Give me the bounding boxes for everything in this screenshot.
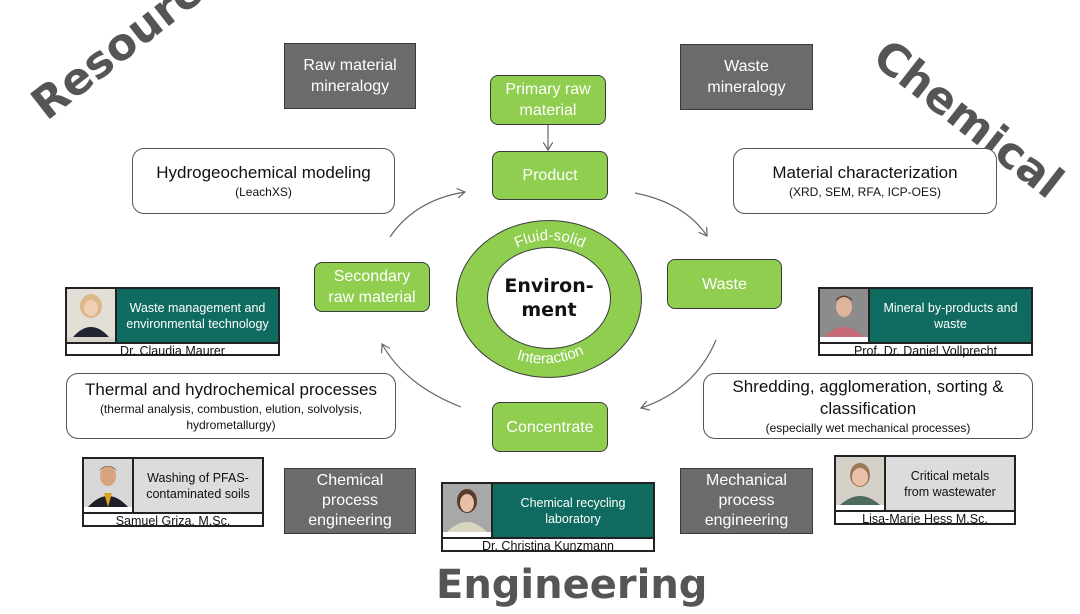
ring-text-bottom: Interaction — [515, 342, 586, 368]
arrow-waste-to-concentrate — [641, 339, 717, 408]
box-line: Secondary — [333, 268, 411, 285]
heading-engineering: Engineering — [436, 562, 708, 608]
person-name: Dr. Claudia Maurer — [120, 344, 225, 358]
avatar — [67, 289, 117, 342]
box-line: raw material — [328, 289, 416, 306]
box-line: engineering — [308, 512, 392, 529]
environment-center: Environ-ment — [487, 247, 611, 349]
card-topic-line: laboratory — [545, 511, 601, 526]
card-topic-line: from wastewater — [904, 484, 996, 499]
center-line: ment — [521, 299, 577, 321]
avatar — [443, 484, 493, 537]
ring-text-top: Fluid-solid — [512, 227, 588, 252]
card-topic-line: Mineral by-products and — [883, 300, 1018, 315]
person-name: Dr. Christina Kunzmann — [481, 539, 614, 553]
card-topic-line: Waste management and — [129, 300, 266, 315]
method-subtitle: (especially wet mechanical processes) — [765, 421, 971, 435]
card-topic-line: environmental technology — [126, 316, 269, 331]
method-subtitle: (XRD, SEM, RFA, ICP-OES) — [788, 185, 941, 199]
box-label: Waste — [702, 275, 747, 293]
method-title: Material characterization — [772, 163, 958, 182]
raw-material-mineralogy-box: Raw material mineralogy — [284, 43, 416, 109]
product-box: Product — [492, 151, 608, 200]
avatar — [836, 457, 886, 510]
box-line: Primary raw — [505, 81, 591, 98]
thermal-hydrochemical-box: Thermal and hydrochemical processes (the… — [66, 373, 396, 439]
waste-box: Waste — [667, 259, 782, 309]
avatar — [84, 459, 134, 512]
box-line: material — [519, 102, 577, 119]
card-topic-line: Washing of PFAS- — [147, 470, 249, 485]
method-title: Thermal and hydrochemical processes — [85, 380, 377, 399]
chemical-process-engineering-box: Chemical process engineering — [284, 468, 416, 534]
hydrogeochemical-modeling-box: Hydrogeochemical modeling (LeachXS) — [132, 148, 395, 214]
person-card-griza: Washing of PFAS-contaminated soils Samue… — [82, 457, 264, 528]
shredding-classification-box: Shredding, agglomeration, sorting & clas… — [703, 373, 1033, 439]
method-subtitle: (LeachXS) — [235, 185, 292, 199]
box-line: Waste — [724, 58, 769, 75]
arrow-concentrate-to-secondary — [382, 344, 462, 408]
card-topic-line: Critical metals — [910, 468, 990, 483]
center-line: Environ- — [504, 275, 594, 297]
box-line: mineralogy — [707, 79, 786, 96]
method-subtitle: hydrometallurgy) — [186, 418, 276, 432]
method-title: classification — [819, 399, 917, 418]
arrow-product-to-waste — [634, 192, 707, 236]
box-label: Product — [522, 167, 578, 184]
card-topic-line: contaminated soils — [146, 486, 250, 501]
method-subtitle: (thermal analysis, combustion, elution, … — [99, 402, 363, 416]
mechanical-process-engineering-box: Mechanical process engineering — [680, 468, 813, 534]
box-line: engineering — [704, 512, 789, 529]
person-name: Prof. Dr. Daniel Vollprecht — [853, 344, 998, 358]
material-characterization-box: Material characterization (XRD, SEM, RFA… — [733, 148, 997, 214]
box-line: mineralogy — [310, 78, 390, 95]
box-line: Raw material — [303, 57, 397, 74]
concentrate-box: Concentrate — [492, 402, 608, 452]
primary-raw-material-box: Primary raw material — [490, 75, 606, 125]
person-name: Lisa-Marie Hess M.Sc. — [862, 512, 988, 526]
waste-mineralogy-box: Waste mineralogy — [680, 44, 813, 110]
person-name: Samuel Griza, M.Sc. — [115, 514, 231, 528]
box-line: Mechanical — [706, 472, 787, 489]
method-title: Hydrogeochemical modeling — [156, 163, 371, 182]
box-label: Concentrate — [506, 418, 594, 436]
box-line: Chemical — [316, 472, 384, 489]
card-topic-line: Chemical recycling — [520, 495, 626, 510]
avatar — [820, 289, 870, 342]
secondary-raw-material-box: Secondary raw material — [314, 262, 430, 312]
box-line: process — [321, 492, 379, 509]
arrow-secondary-to-product — [389, 192, 465, 238]
box-line: process — [718, 492, 775, 509]
method-title: Shredding, agglomeration, sorting & — [732, 377, 1004, 396]
card-topic-line: waste — [934, 316, 967, 331]
